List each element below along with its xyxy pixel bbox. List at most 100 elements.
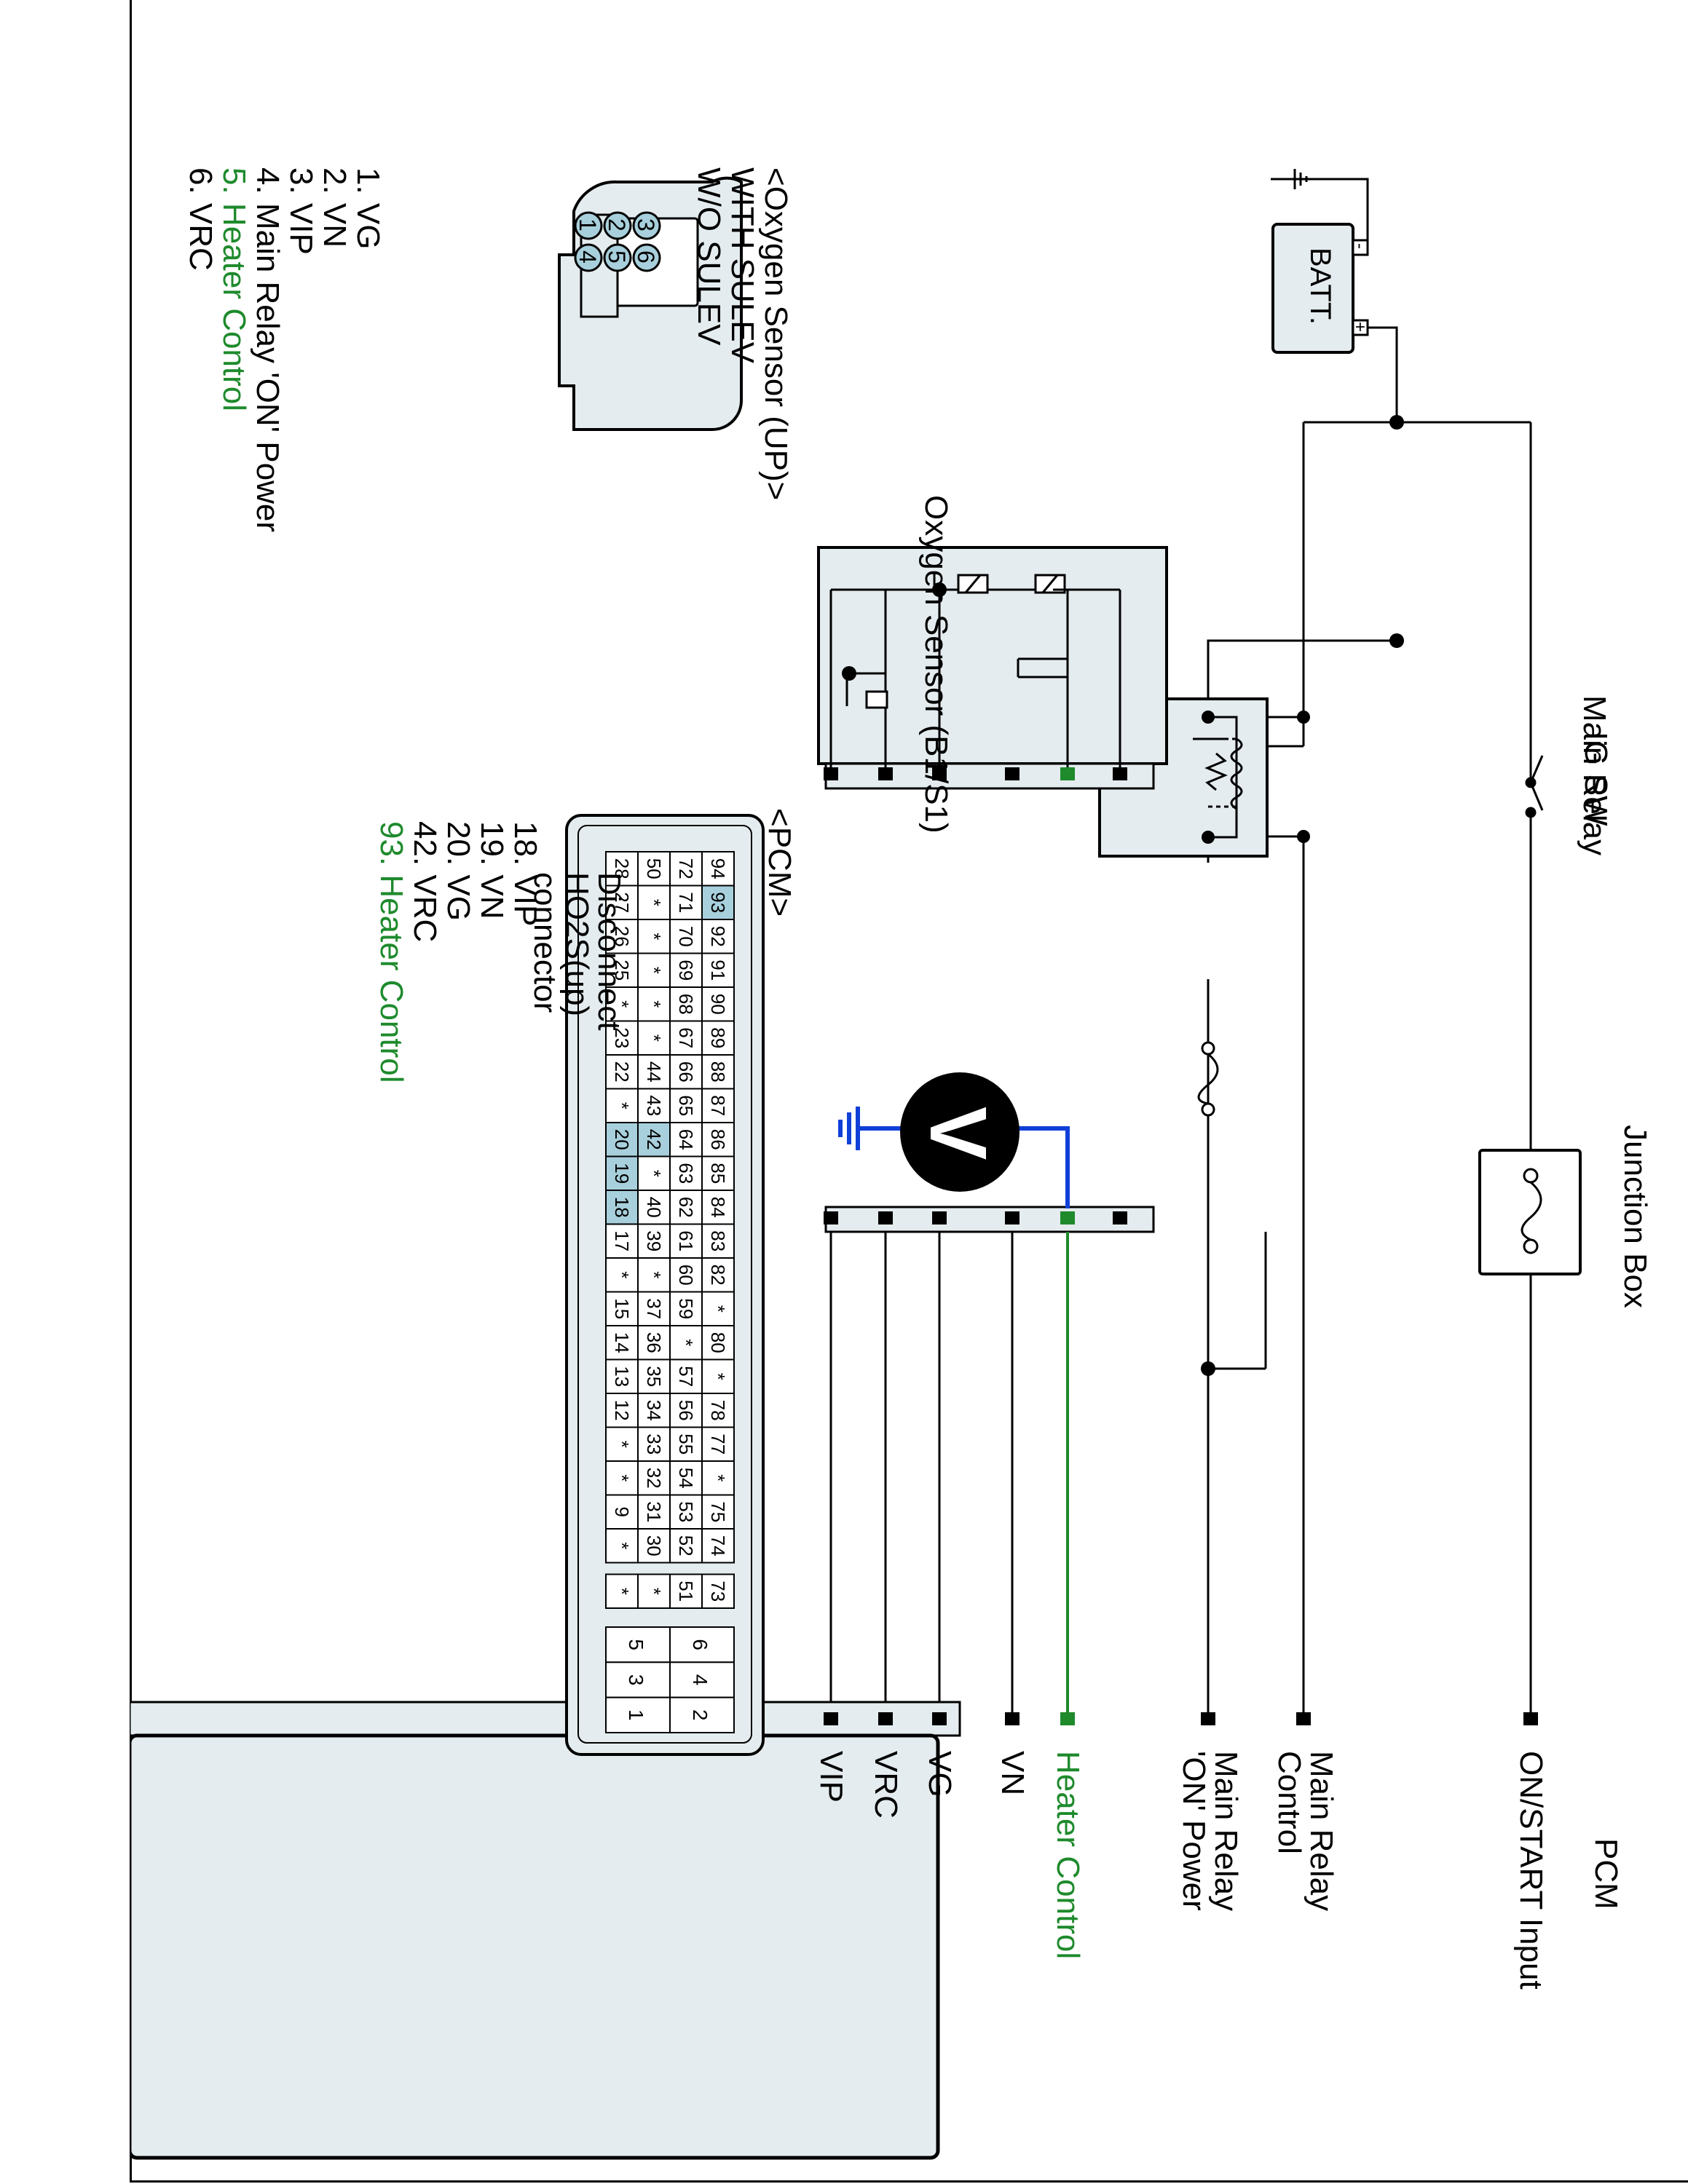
- oxygen-sensor-internals: [829, 574, 1121, 773]
- pcm-pin-number: 63: [675, 1163, 697, 1184]
- junction-box-label: Junction Box: [1617, 1125, 1653, 1308]
- pin-list-item: 2. VN: [317, 167, 352, 248]
- pcm-pin-markers: [824, 1712, 1538, 1725]
- pcm-pin-number: 61: [675, 1230, 697, 1251]
- pcm-pin-label-1: ON/START Input: [1513, 1751, 1549, 1990]
- pcm-pin-number: 78: [707, 1400, 729, 1421]
- pcm-pin-number: 56: [675, 1400, 697, 1421]
- pcm-signal-wires: [829, 1232, 1014, 1718]
- sensor-pin-number: 1: [575, 218, 601, 232]
- pcm-pin-number: 37: [643, 1298, 665, 1319]
- power-wires: [1207, 178, 1532, 1718]
- pcm-pin-number: *: [611, 1441, 633, 1448]
- pcm-pin-label-5: VN: [995, 1751, 1030, 1796]
- disconnect-line-1: Disconnect: [591, 872, 627, 1031]
- pcm-pin-number: 26: [611, 926, 633, 947]
- pcm-pin-number: *: [643, 933, 665, 940]
- pcm-pin-number: 77: [707, 1433, 729, 1455]
- pcm-pin-number: 32: [643, 1468, 665, 1489]
- pcm-pin-number: *: [675, 1339, 697, 1346]
- pcm-pin-number: *: [611, 1588, 633, 1595]
- rotated-diagram: BATT. - +: [130, 0, 1688, 2184]
- pcm-pin-number: 67: [675, 1027, 697, 1048]
- pcm-pin-number: 2: [689, 1709, 711, 1721]
- pcm-side-cell: [605, 1573, 639, 1609]
- pcm-pin-number: *: [611, 1542, 633, 1549]
- voltmeter-label: V: [913, 1107, 1003, 1160]
- pcm-pin-number: 64: [675, 1129, 697, 1150]
- pin-list-item: 20. VG: [441, 821, 476, 921]
- pcm-pin-number: 22: [611, 1061, 633, 1083]
- pcm-pin-number: 54: [675, 1468, 697, 1489]
- pcm-pin-number: *: [643, 1271, 665, 1278]
- battery-minus-label: -: [1350, 243, 1370, 249]
- pcm-pin-number: 92: [707, 926, 729, 947]
- pcm-pin-number: 20: [611, 1129, 633, 1150]
- voltmeter-ground-icon: [838, 1107, 860, 1150]
- junction-box: [1478, 1149, 1582, 1275]
- wiring-svg: BATT. - +: [130, 169, 1582, 2160]
- pcm-pin-number: 50: [643, 858, 665, 879]
- sensor-connector-title: <Oxygen Sensor (UP)> WITH SULEV W/O SULE…: [691, 167, 794, 500]
- pcm-pin-number: 86: [707, 1129, 729, 1150]
- pcm-pin-number: *: [611, 1000, 633, 1008]
- pcm-pin-number: 72: [675, 858, 697, 879]
- pcm-pin-cell: [605, 1528, 639, 1564]
- pcm-pin-number: 70: [675, 926, 697, 947]
- pin-list-item: 19. VN: [474, 821, 510, 919]
- pcm-pin-number: 44: [643, 1061, 665, 1083]
- pcm-pin-number: 69: [675, 960, 697, 981]
- sensor-node-1: [932, 582, 947, 597]
- pcm-pin-number: 62: [675, 1197, 697, 1218]
- sensor-pin-5: [603, 243, 632, 272]
- pcm-pin-number: 14: [611, 1332, 633, 1353]
- pcm-pin-number: 35: [643, 1366, 665, 1387]
- pcm-pin-number: 34: [643, 1400, 665, 1421]
- pcm-pin-number: 5: [625, 1639, 647, 1650]
- pcm-pin-label-line: 'ON' Power: [1176, 1751, 1212, 1911]
- voltmeter-icon: [900, 1072, 1019, 1192]
- pcm-pin-label-4: Heater Control: [1050, 1751, 1086, 1959]
- junction-fuse-icon: [1521, 1168, 1542, 1254]
- pcm-pin-label-line: VN: [995, 1751, 1030, 1796]
- pcm-pin-number: 51: [675, 1580, 697, 1602]
- pcm-pin-number: 84: [707, 1197, 729, 1218]
- pcm-pin-number: 88: [707, 1061, 729, 1083]
- relay-node-1: [1202, 711, 1215, 724]
- pcm-connector-title: <PCM>: [762, 808, 797, 917]
- pcm-pin-number: 75: [707, 1501, 729, 1522]
- sensor-pin-6: [632, 243, 661, 272]
- pcm-pin-number: 40: [643, 1197, 665, 1218]
- pcm-pin-number: 87: [707, 1095, 729, 1116]
- pcm-pin-number: *: [643, 899, 665, 906]
- ig-switch: [1525, 755, 1544, 839]
- pcm-pin-label-line: VG: [922, 1751, 958, 1797]
- pcm-pin-number: 6: [689, 1639, 711, 1650]
- pcm-pin-number: *: [643, 1000, 665, 1008]
- pin-list-item: 3. VIP: [283, 167, 319, 255]
- sensor-node-2: [842, 666, 856, 681]
- pcm-pin-label-line: Main Relay: [1208, 1751, 1244, 1912]
- sensor-pin-number: 6: [633, 250, 659, 264]
- pcm-pin-number: 60: [675, 1265, 697, 1286]
- pcm-pin-number: 71: [675, 892, 697, 913]
- pcm-pin-number: 30: [643, 1535, 665, 1556]
- pcm-pin-number: 4: [689, 1674, 711, 1686]
- pcm-pin-number: 53: [675, 1501, 697, 1522]
- pcm-pin-number: 68: [675, 994, 697, 1015]
- pcm-pin-number: *: [611, 1102, 633, 1109]
- battery-label: BATT.: [1304, 248, 1336, 325]
- sensor-pin-4: [574, 243, 603, 272]
- pcm-pin-number: 82: [707, 1265, 729, 1286]
- pcm-pin-number: 23: [611, 1027, 633, 1048]
- pcm-pin-number: 33: [643, 1433, 665, 1455]
- pin-list-item: 93. Heater Control: [374, 821, 409, 1083]
- pcm-pin-number: 94: [707, 858, 729, 879]
- pcm-pin-label-line: Control: [1271, 1751, 1307, 1854]
- pin-list-item: 18. VIP: [508, 821, 543, 927]
- node-sensor-power: [1201, 1361, 1215, 1376]
- pcm-pin-number: *: [707, 1474, 729, 1481]
- sensor-title-line-3: W/O SULEV: [691, 167, 727, 346]
- sensor-pin-number: 4: [575, 250, 601, 264]
